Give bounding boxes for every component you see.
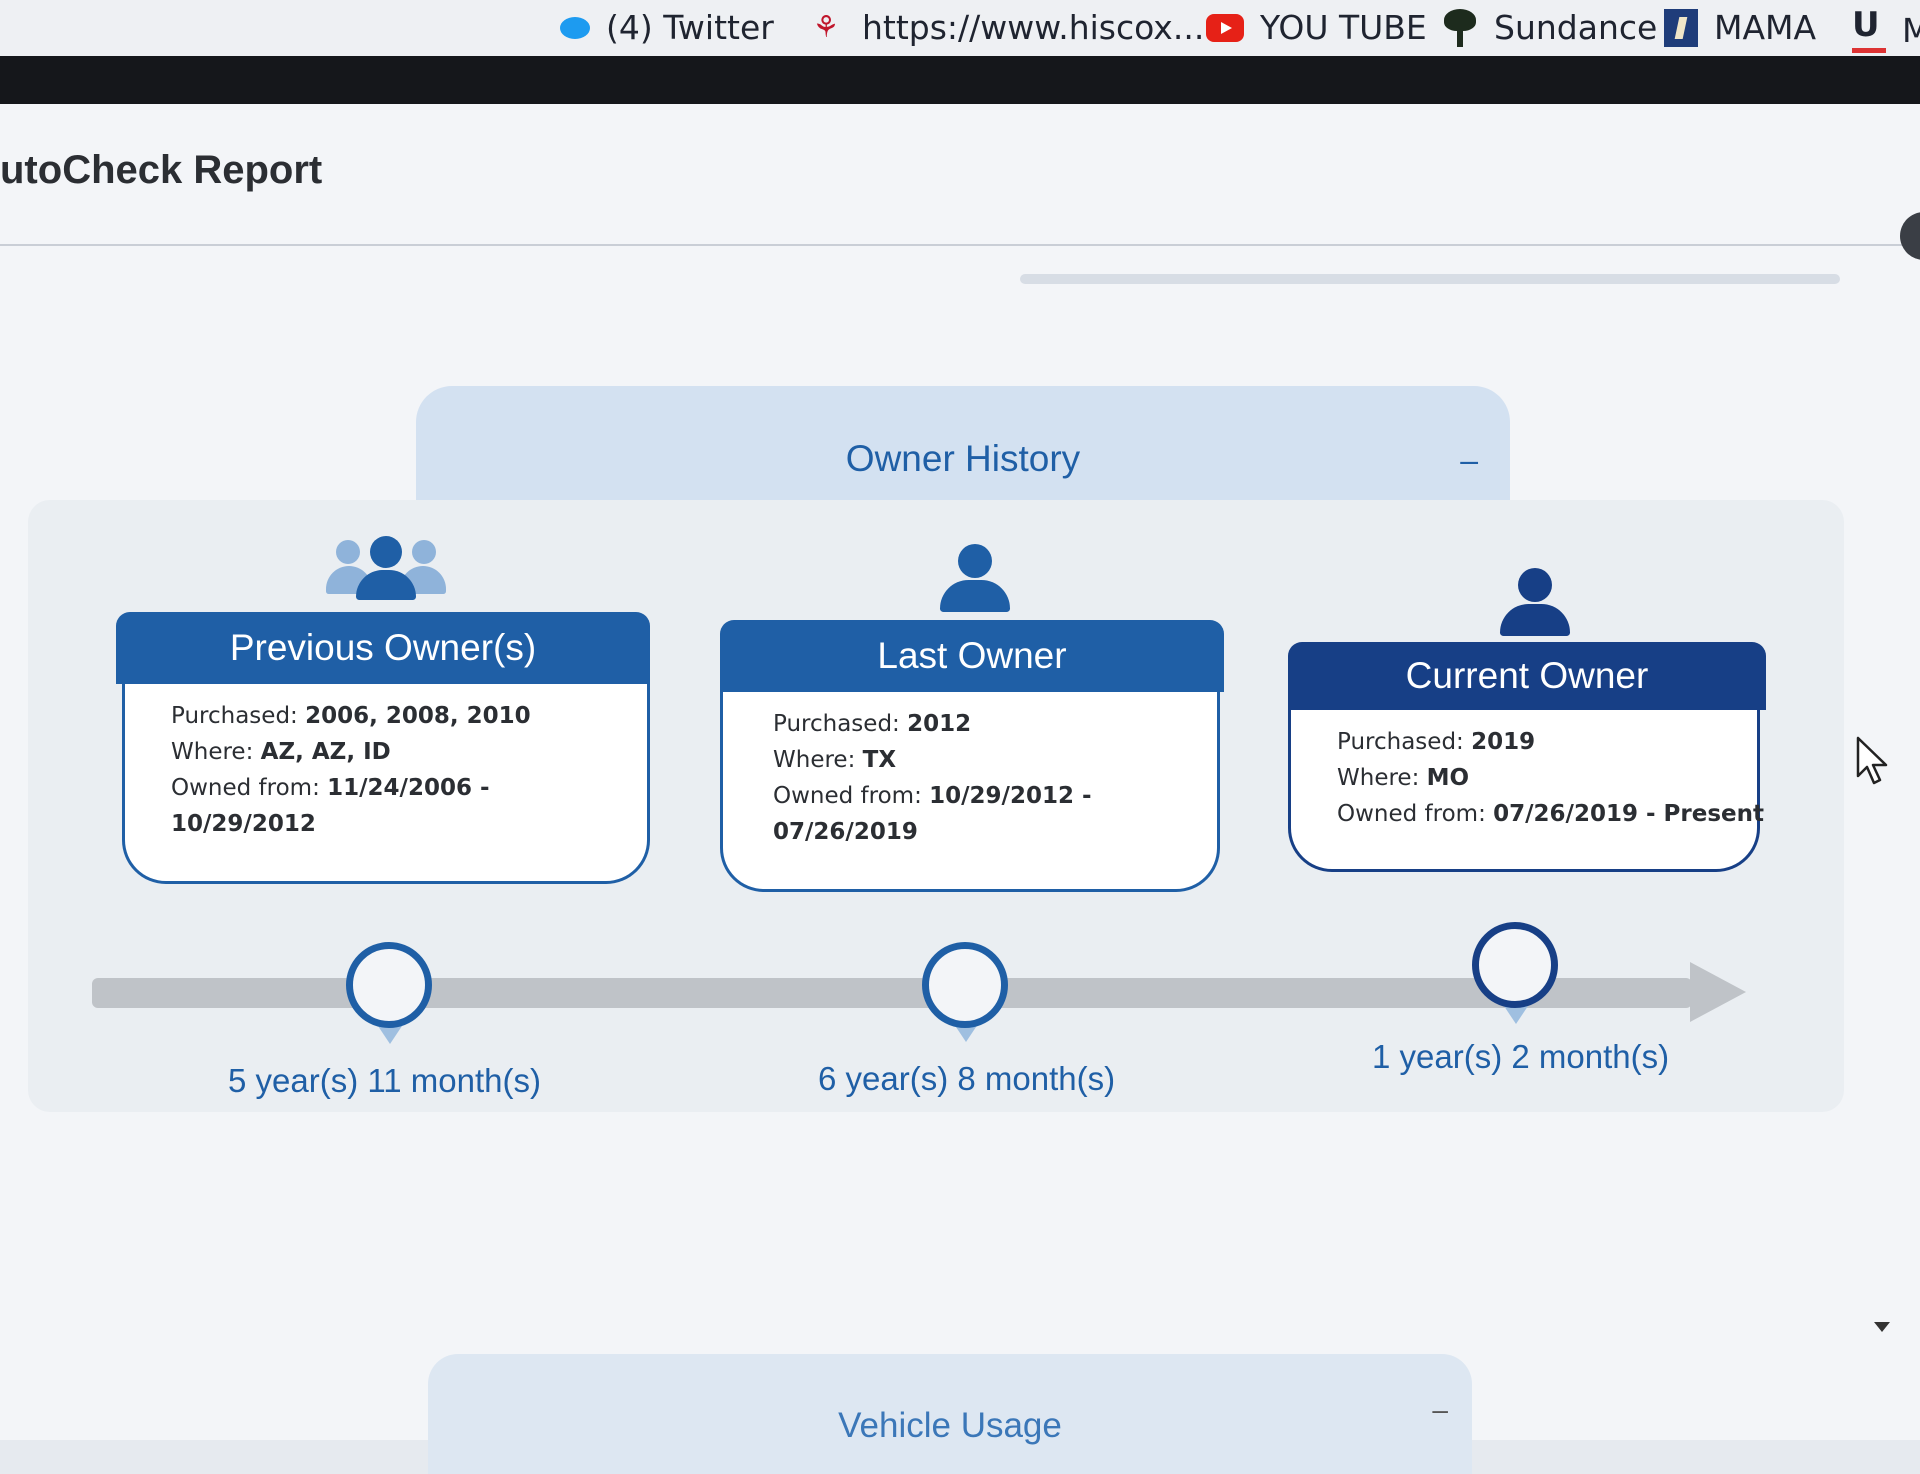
- previous-owners-header: Previous Owner(s): [116, 612, 650, 684]
- collapse-owner-history-button[interactable]: –: [1460, 442, 1478, 478]
- last-owner-header: Last Owner: [720, 620, 1224, 692]
- multiple-owners-icon: [326, 536, 446, 600]
- last-owner-card: Purchased: 2012 Where: TX Owned from: 10…: [720, 692, 1220, 892]
- side-scroll-handle[interactable]: [1900, 212, 1920, 260]
- owned-to-row: 07/26/2019: [773, 819, 918, 845]
- monitor-bezel-strip: [0, 56, 1920, 104]
- collapse-vehicle-usage-button[interactable]: –: [1432, 1394, 1448, 1425]
- youtube-icon: [1206, 13, 1244, 42]
- where-row: Where: TX: [773, 747, 897, 773]
- mama-icon: [1664, 8, 1698, 47]
- page-title: utoCheck Report: [0, 148, 323, 192]
- previous-owners-card: Purchased: 2006, 2008, 2010 Where: AZ, A…: [122, 684, 650, 884]
- purchased-row: Purchased: 2012: [773, 711, 972, 737]
- last-owner-duration: 6 year(s) 8 month(s): [818, 1060, 1116, 1097]
- purchased-row: Purchased: 2006, 2008, 2010: [171, 703, 531, 729]
- owned-from-row: Owned from: 11/24/2006 -: [171, 775, 490, 801]
- previous-owner-duration: 5 year(s) 11 month(s): [228, 1062, 541, 1099]
- timeline-node-last: [922, 942, 1008, 1028]
- current-owner-header: Current Owner: [1288, 642, 1766, 710]
- where-row: Where: AZ, AZ, ID: [171, 739, 391, 765]
- purchased-row: Purchased: 2019: [1337, 729, 1536, 755]
- mouse-cursor-icon: [1856, 736, 1888, 785]
- bookmark-label: M: [1902, 11, 1920, 50]
- report-page: utoCheck Report Owner History – Previous…: [0, 104, 1920, 1474]
- bookmark-youtube[interactable]: YOU TUBE: [1206, 8, 1427, 47]
- owner-history-title: Owner History: [845, 438, 1081, 479]
- where-row: Where: MO: [1337, 765, 1470, 791]
- owned-from-row: Owned from: 07/26/2019 - Present: [1337, 801, 1764, 827]
- twitter-icon: [560, 16, 590, 39]
- bookmark-sundance[interactable]: Sundance: [1442, 8, 1657, 47]
- vehicle-usage-title: Vehicle Usage: [838, 1406, 1062, 1445]
- timeline-node-previous: [346, 942, 432, 1028]
- bookmark-u[interactable]: U M: [1852, 8, 1920, 53]
- bookmark-label: (4) Twitter: [606, 8, 774, 47]
- timeline-node-current: [1472, 922, 1558, 1008]
- owner-history-header[interactable]: Owner History –: [416, 386, 1510, 510]
- bookmark-label: YOU TUBE: [1260, 8, 1427, 47]
- owned-to-row: 10/29/2012: [171, 811, 316, 837]
- header-subbar: [1020, 274, 1840, 284]
- title-divider: [0, 244, 1920, 246]
- vehicle-usage-header[interactable]: Vehicle Usage –: [428, 1354, 1472, 1474]
- bookmark-label: MAMA: [1714, 8, 1817, 47]
- tree-icon: [1442, 8, 1478, 47]
- timeline-arrow-icon: [1690, 962, 1746, 1022]
- u-icon: U: [1852, 8, 1886, 53]
- bookmark-hiscox[interactable]: ⚘ https://www.hiscox....: [806, 8, 1215, 47]
- bookmark-label: https://www.hiscox....: [862, 8, 1215, 47]
- bookmark-twitter[interactable]: (4) Twitter: [560, 8, 774, 47]
- ownership-timeline: [92, 978, 1692, 1008]
- current-owner-card: Purchased: 2019 Where: MO Owned from: 07…: [1288, 710, 1764, 872]
- hiscox-icon: ⚘: [812, 9, 840, 45]
- scroll-down-icon[interactable]: [1874, 1322, 1890, 1332]
- owned-from-row: Owned from: 10/29/2012 -: [773, 783, 1092, 809]
- bookmark-label: Sundance: [1494, 8, 1658, 47]
- current-owner-person-icon: [1500, 568, 1570, 636]
- bookmarks-bar: (4) Twitter ⚘ https://www.hiscox.... YOU…: [0, 0, 1920, 56]
- bookmark-mama[interactable]: MAMA: [1664, 8, 1816, 47]
- last-owner-person-icon: [940, 544, 1010, 612]
- current-owner-duration: 1 year(s) 2 month(s): [1372, 1038, 1670, 1075]
